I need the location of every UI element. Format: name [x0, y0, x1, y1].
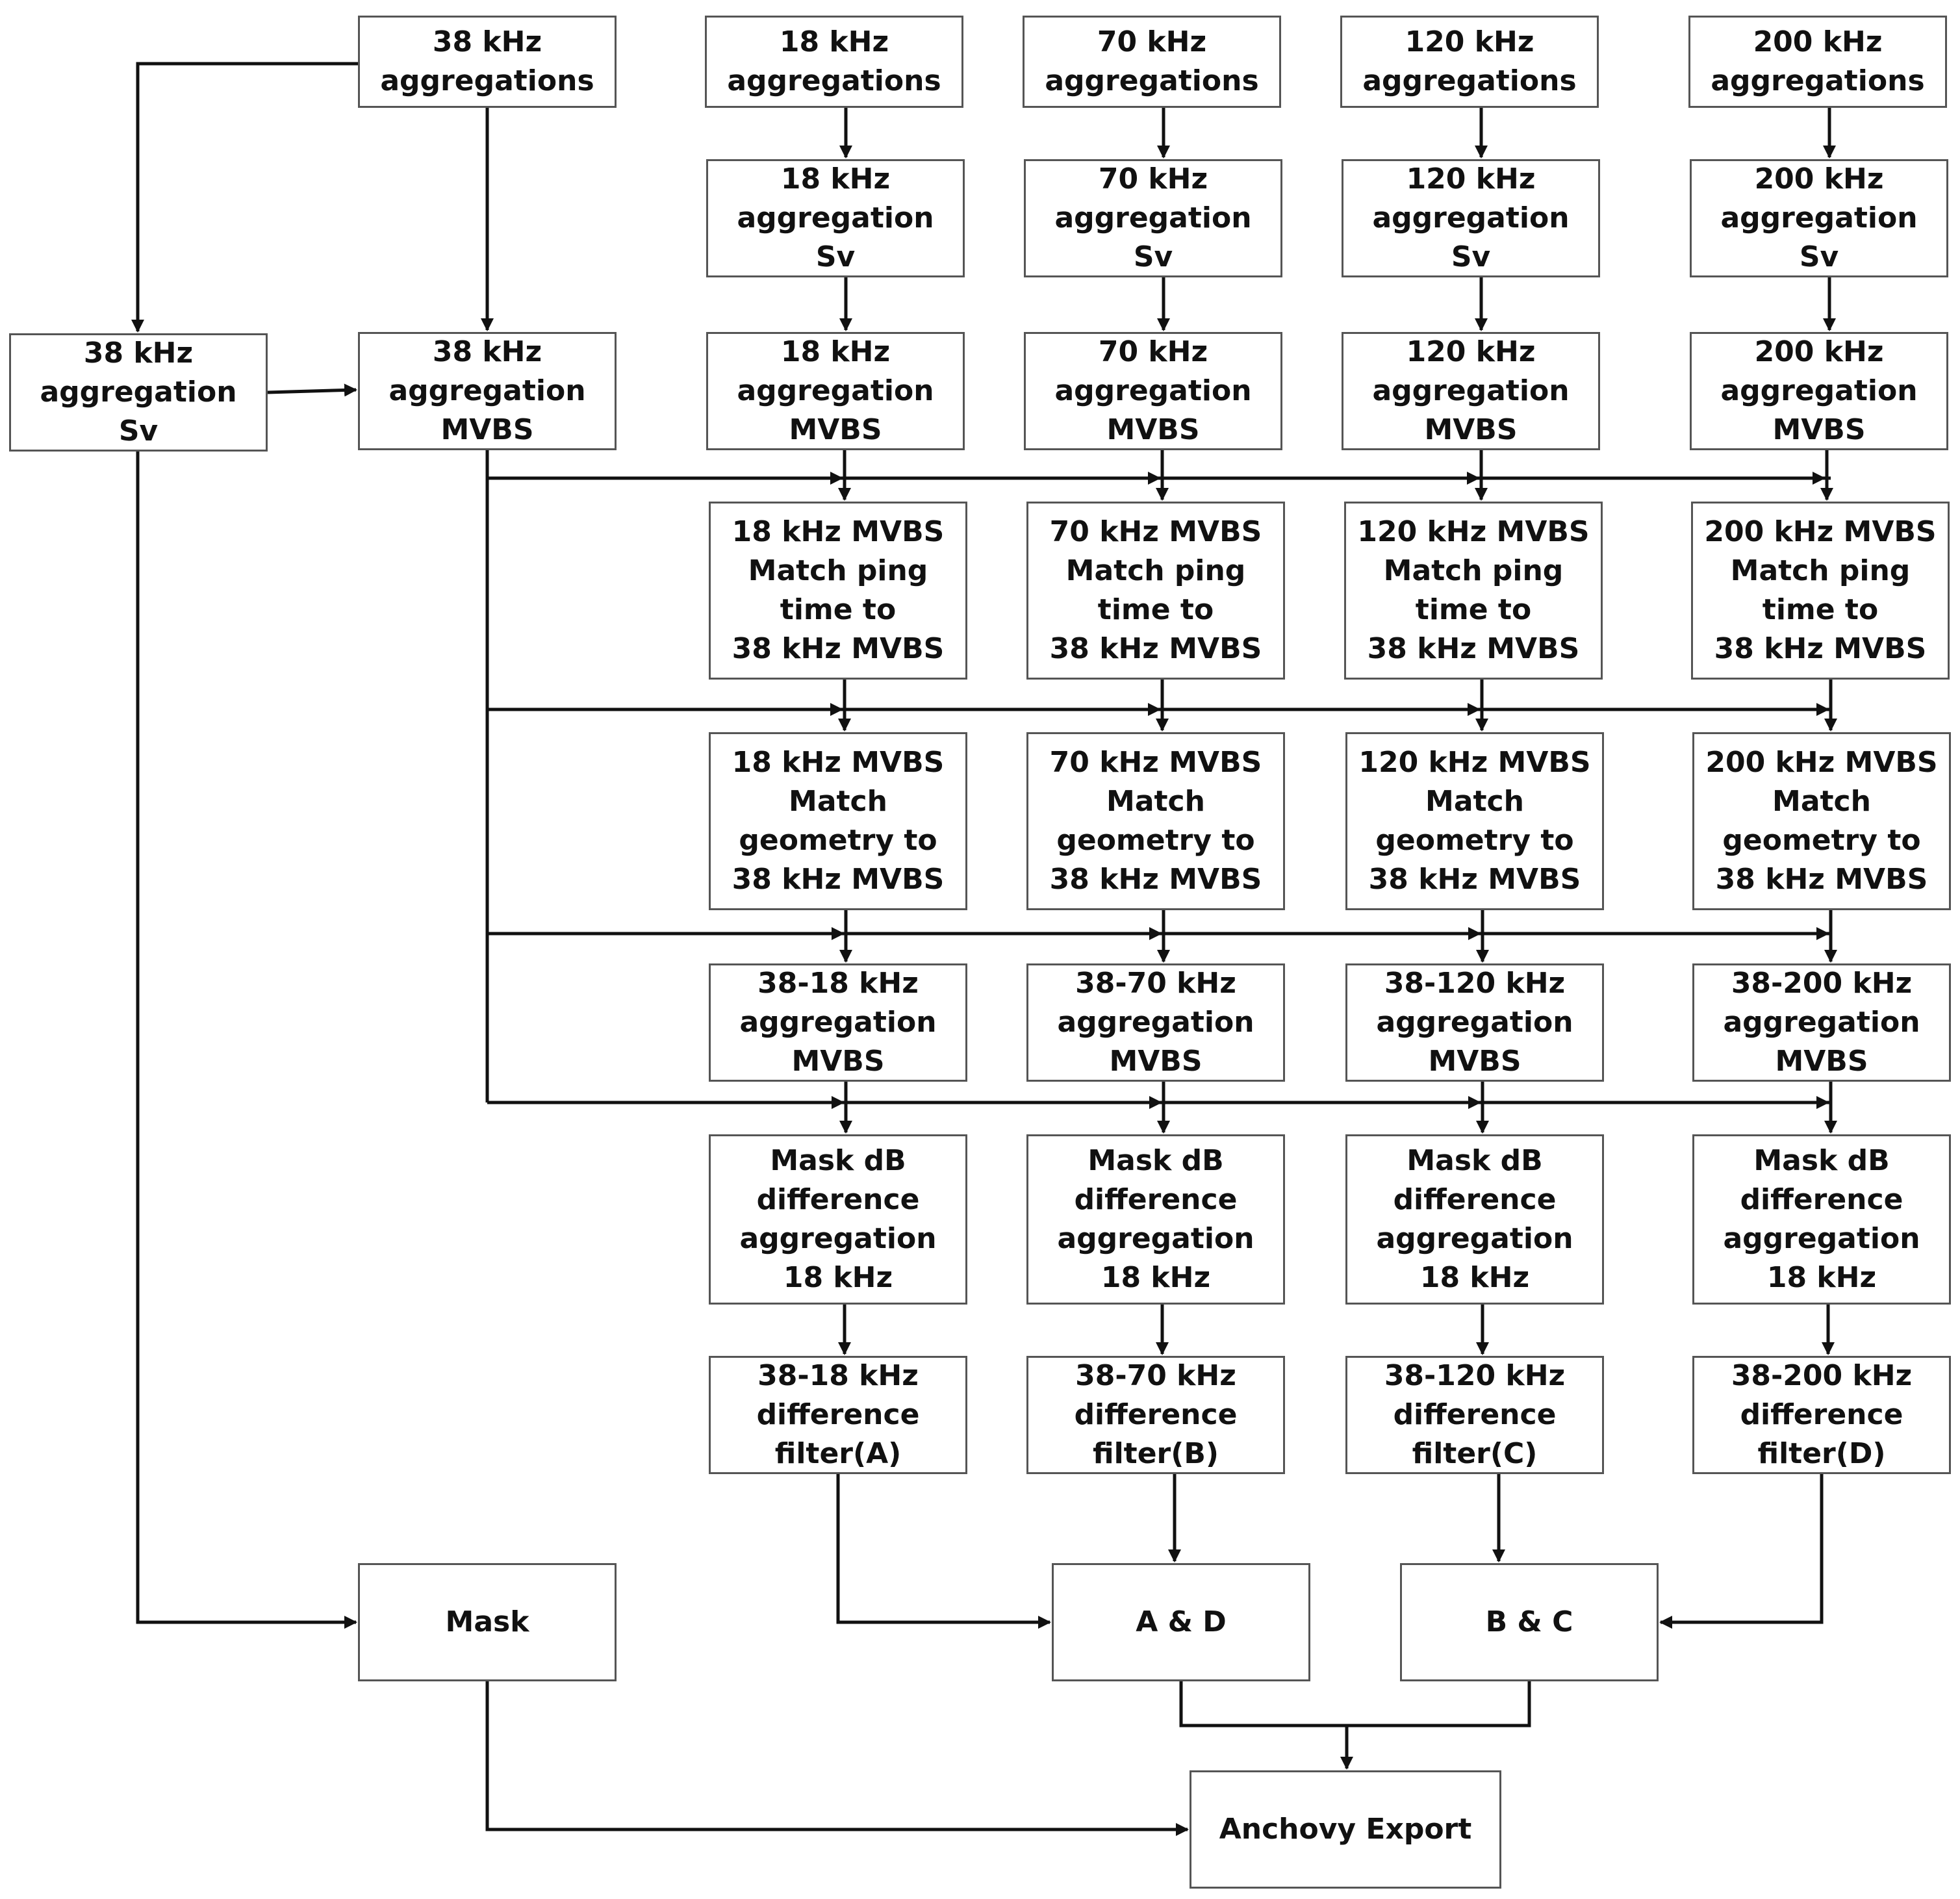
node-difference-filter-b: 38-70 kHz difference filter(B) — [1026, 1356, 1285, 1474]
node-label: 120 kHz aggregations — [1362, 25, 1577, 97]
node-label: 120 kHz aggregation Sv — [1372, 162, 1570, 274]
node-18khz-aggregation-mvbs: 18 kHz aggregation MVBS — [706, 332, 965, 450]
node-200khz-match-geometry: 200 kHz MVBS Match geometry to 38 kHz MV… — [1692, 732, 1951, 910]
connector-agg38-to-sv38 — [131, 62, 358, 333]
node-label: 38 kHz aggregation Sv — [40, 337, 237, 448]
node-200khz-aggregation-sv: 200 kHz aggregation Sv — [1690, 159, 1948, 277]
node-18khz-aggregations: 18 kHz aggregations — [705, 16, 963, 108]
node-label: Mask dB difference aggregation 18 kHz — [1723, 1144, 1920, 1294]
node-label: 120 kHz aggregation MVBS — [1372, 335, 1570, 446]
node-label: 38 kHz aggregations — [380, 25, 594, 97]
node-label: Mask dB difference aggregation 18 kHz — [739, 1144, 937, 1294]
node-38khz-aggregations: 38 kHz aggregations — [358, 16, 617, 108]
node-anchovy-export: Anchovy Export — [1190, 1770, 1501, 1889]
node-a-and-d: A & D — [1052, 1563, 1310, 1681]
node-mask: Mask — [358, 1563, 617, 1681]
node-70khz-match-ping-time: 70 kHz MVBS Match ping time to 38 kHz MV… — [1026, 502, 1285, 680]
node-label: 38-120 kHz difference filter(C) — [1384, 1359, 1566, 1470]
node-label: 38 kHz aggregation MVBS — [388, 335, 586, 446]
node-b-and-c: B & C — [1400, 1563, 1659, 1681]
node-label: 200 kHz MVBS Match geometry to 38 kHz MV… — [1705, 746, 1938, 896]
connector-sv38-to-mvbs38 — [267, 383, 357, 397]
node-38-18khz-aggregation-mvbs: 38-18 kHz aggregation MVBS — [709, 963, 967, 1082]
node-120khz-aggregation-mvbs: 120 kHz aggregation MVBS — [1342, 332, 1600, 450]
node-label: 38-120 kHz aggregation MVBS — [1376, 967, 1573, 1078]
node-200khz-match-ping-time: 200 kHz MVBS Match ping time to 38 kHz M… — [1691, 502, 1950, 680]
connector-combine-join — [1179, 1681, 1531, 1727]
node-label: 200 kHz MVBS Match ping time to 38 kHz M… — [1704, 515, 1937, 665]
node-label: Mask dB difference aggregation 18 kHz — [1057, 1144, 1254, 1294]
node-label: 120 kHz MVBS Match geometry to 38 kHz MV… — [1358, 746, 1591, 896]
node-38khz-aggregation-mvbs: 38 kHz aggregation MVBS — [358, 332, 617, 450]
node-label: 38-200 kHz aggregation MVBS — [1723, 967, 1920, 1078]
node-70khz-aggregation-mvbs: 70 kHz aggregation MVBS — [1024, 332, 1282, 450]
connector-mask-to-export — [485, 1681, 1189, 1836]
node-70khz-match-geometry: 70 kHz MVBS Match geometry to 38 kHz MVB… — [1026, 732, 1285, 910]
node-70khz-aggregation-sv: 70 kHz aggregation Sv — [1024, 159, 1282, 277]
node-mask-db-difference-c: Mask dB difference aggregation 18 kHz — [1345, 1134, 1604, 1305]
node-label: 18 kHz aggregations — [727, 25, 941, 97]
node-label: 70 kHz aggregation Sv — [1054, 162, 1252, 274]
node-120khz-match-ping-time: 120 kHz MVBS Match ping time to 38 kHz M… — [1344, 502, 1603, 680]
node-120khz-aggregation-sv: 120 kHz aggregation Sv — [1342, 159, 1600, 277]
node-70khz-aggregations: 70 kHz aggregations — [1023, 16, 1281, 108]
node-38khz-aggregation-sv: 38 kHz aggregation Sv — [9, 333, 268, 452]
node-label: 38-200 kHz difference filter(D) — [1731, 1359, 1913, 1470]
node-mask-db-difference-a: Mask dB difference aggregation 18 kHz — [709, 1134, 967, 1305]
node-difference-filter-d: 38-200 kHz difference filter(D) — [1692, 1356, 1951, 1474]
node-200khz-aggregation-mvbs: 200 kHz aggregation MVBS — [1690, 332, 1948, 450]
connector-filter-a-to-ad — [836, 1474, 1051, 1629]
node-label: A & D — [1136, 1605, 1227, 1638]
node-label: Mask — [445, 1605, 529, 1638]
node-120khz-aggregations: 120 kHz aggregations — [1340, 16, 1599, 108]
node-label: Mask dB difference aggregation 18 kHz — [1376, 1144, 1573, 1294]
node-label: 18 kHz aggregation MVBS — [737, 335, 934, 446]
node-18khz-match-ping-time: 18 kHz MVBS Match ping time to 38 kHz MV… — [709, 502, 967, 680]
node-label: 38-70 kHz difference filter(B) — [1074, 1359, 1238, 1470]
node-mask-db-difference-d: Mask dB difference aggregation 18 kHz — [1692, 1134, 1951, 1305]
node-label: 70 kHz aggregations — [1045, 25, 1259, 97]
node-label: 18 kHz MVBS Match ping time to 38 kHz MV… — [732, 515, 945, 665]
node-18khz-match-geometry: 18 kHz MVBS Match geometry to 38 kHz MVB… — [709, 732, 967, 910]
node-38-120khz-aggregation-mvbs: 38-120 kHz aggregation MVBS — [1345, 963, 1604, 1082]
node-label: 38-18 kHz aggregation MVBS — [739, 967, 937, 1078]
node-label: 18 kHz aggregation Sv — [737, 162, 934, 274]
connector-sv38-to-mask — [136, 452, 357, 1629]
node-mask-db-difference-b: Mask dB difference aggregation 18 kHz — [1026, 1134, 1285, 1305]
node-label: 18 kHz MVBS Match geometry to 38 kHz MVB… — [732, 746, 945, 896]
node-label: 38-18 kHz difference filter(A) — [756, 1359, 920, 1470]
node-label: Anchovy Export — [1219, 1813, 1472, 1846]
connector-filter-d-to-bc — [1659, 1474, 1824, 1629]
node-label: 70 kHz MVBS Match ping time to 38 kHz MV… — [1049, 515, 1262, 665]
node-label: 200 kHz aggregation MVBS — [1720, 335, 1918, 446]
node-38-70khz-aggregation-mvbs: 38-70 kHz aggregation MVBS — [1026, 963, 1285, 1082]
node-difference-filter-a: 38-18 kHz difference filter(A) — [709, 1356, 967, 1474]
node-120khz-match-geometry: 120 kHz MVBS Match geometry to 38 kHz MV… — [1345, 732, 1604, 910]
node-18khz-aggregation-sv: 18 kHz aggregation Sv — [706, 159, 965, 277]
node-label: 120 kHz MVBS Match ping time to 38 kHz M… — [1357, 515, 1590, 665]
node-label: 38-70 kHz aggregation MVBS — [1057, 967, 1254, 1078]
node-label: 70 kHz MVBS Match geometry to 38 kHz MVB… — [1049, 746, 1262, 896]
node-label: 70 kHz aggregation MVBS — [1054, 335, 1252, 446]
node-38-200khz-aggregation-mvbs: 38-200 kHz aggregation MVBS — [1692, 963, 1951, 1082]
node-200khz-aggregations: 200 kHz aggregations — [1688, 16, 1947, 108]
node-label: 200 kHz aggregation Sv — [1720, 162, 1918, 274]
node-label: B & C — [1485, 1605, 1573, 1638]
node-difference-filter-c: 38-120 kHz difference filter(C) — [1345, 1356, 1604, 1474]
node-label: 200 kHz aggregations — [1711, 25, 1925, 97]
